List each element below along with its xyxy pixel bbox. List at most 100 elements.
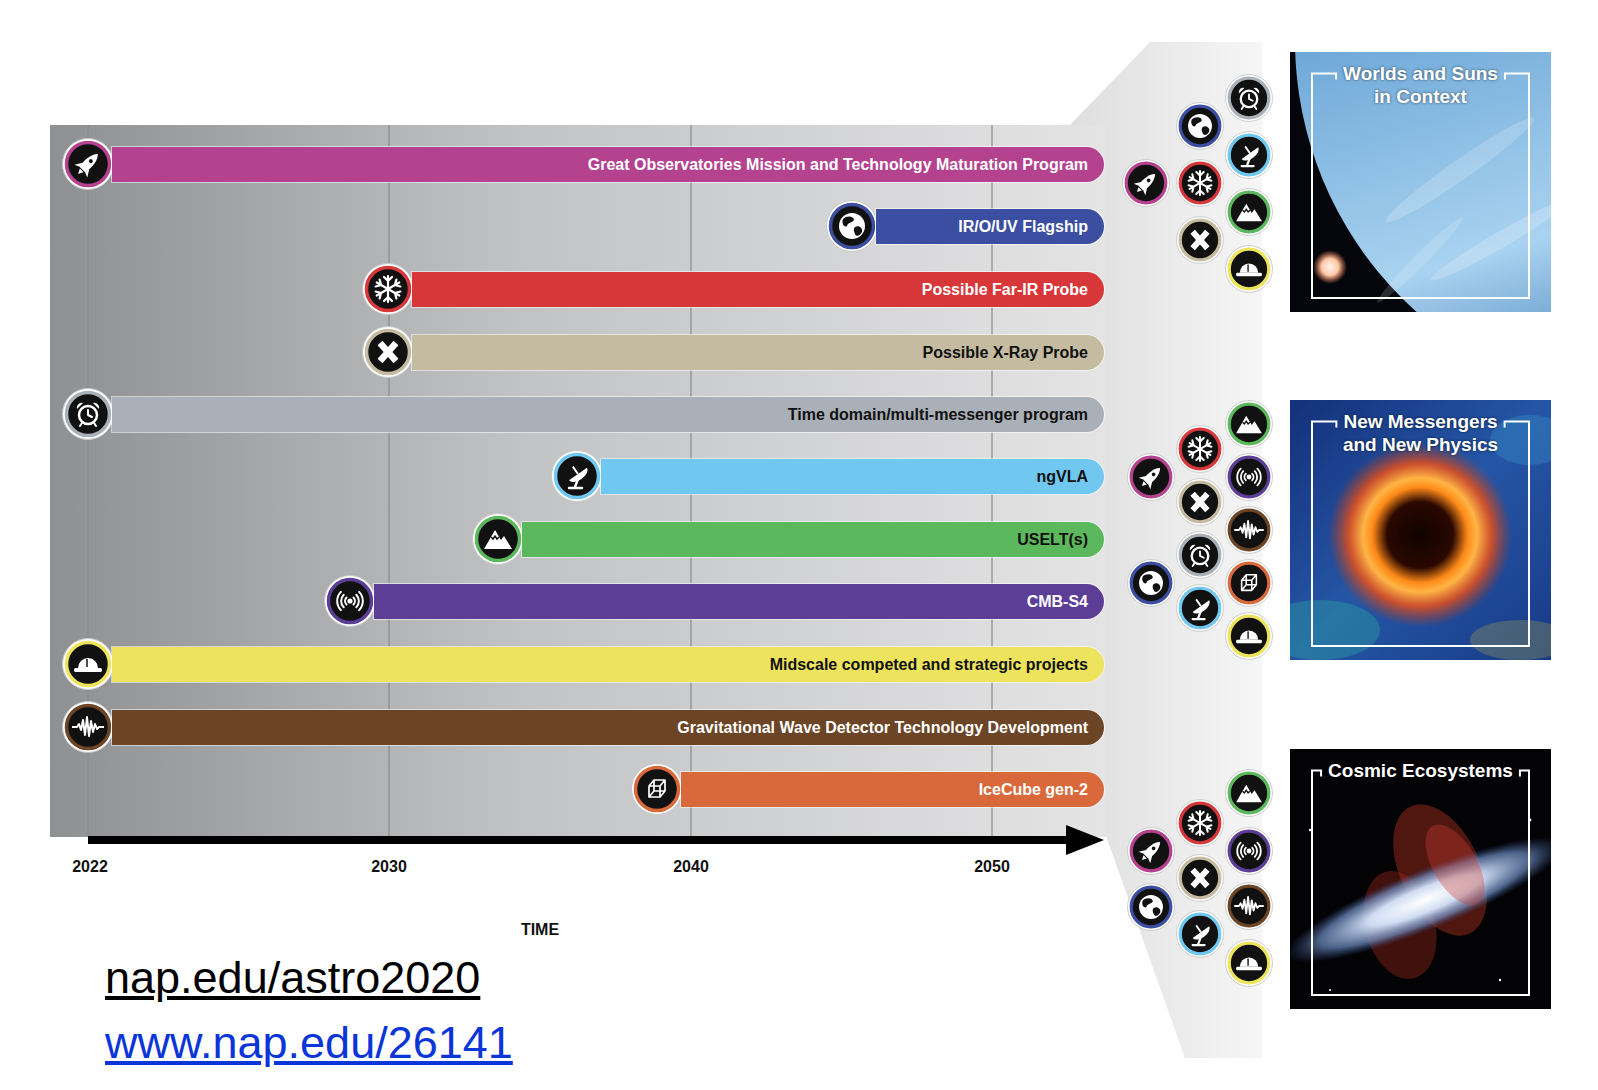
icon-part (1242, 575, 1257, 591)
icon-part (79, 151, 101, 173)
timeline-bar: Gravitational Wave Detector Technology D… (112, 710, 1104, 745)
icon-part (345, 598, 355, 605)
cube-icon (632, 764, 683, 815)
icon-part (75, 159, 93, 177)
icon-part (74, 668, 102, 672)
icon-part (1239, 88, 1259, 94)
galaxy-illustration (1290, 749, 1551, 1009)
wave-icon (63, 702, 114, 753)
icon-disc (1131, 563, 1171, 603)
icon-part (1240, 957, 1258, 966)
icon-part (1236, 967, 1262, 971)
icon-ring (1177, 426, 1224, 473)
xray-icon (1177, 855, 1224, 902)
url-text: nap.edu/astro2020 (105, 952, 480, 1004)
timeline-bar: IR/O/UV Flagship (876, 209, 1104, 244)
clock-icon (63, 389, 114, 440)
antenna-icon (1226, 828, 1273, 875)
bar-label: Gravitational Wave Detector Technology D… (677, 710, 1088, 745)
icon-disc (1180, 429, 1220, 469)
icon-part (1188, 440, 1212, 458)
antenna-icon (325, 576, 376, 627)
icon-part (1234, 521, 1263, 538)
icon-ring (1128, 828, 1175, 875)
clock-icon (1177, 532, 1224, 579)
year-label: 2030 (371, 858, 407, 876)
snowflake-icon (1177, 160, 1224, 207)
icon-part (375, 279, 402, 299)
icon-ring (1177, 855, 1224, 902)
star (1313, 250, 1347, 284)
icon-ring (63, 639, 114, 690)
year-label: 2050 (974, 858, 1010, 876)
icon-part (1139, 472, 1156, 489)
icon-part (842, 216, 862, 235)
icon-part (573, 467, 578, 474)
icon-part (1139, 571, 1163, 595)
galaxy-disk (1290, 816, 1551, 984)
rocket-icon (63, 139, 114, 190)
icon-part (76, 169, 83, 176)
icon-disc (1180, 106, 1220, 146)
bar-label: IceCube gen-2 (979, 772, 1088, 807)
icon-ring (1128, 560, 1175, 607)
icon-part (1240, 263, 1258, 272)
icon-disc (1229, 192, 1269, 232)
icon-ring (1128, 454, 1175, 501)
timeline-bar: CMB-S4 (374, 584, 1104, 619)
hat-icon (1226, 246, 1273, 293)
icon-ring (1177, 532, 1224, 579)
icon-ring (1226, 401, 1273, 448)
icon-part (1193, 870, 1208, 887)
icon-part (80, 410, 96, 426)
dish-icon (1177, 585, 1224, 632)
icon-part (1146, 178, 1151, 183)
icon-disc (1229, 886, 1269, 926)
panel-title: Cosmic Ecosystems (1328, 760, 1513, 781)
icon-disc (1229, 135, 1269, 175)
snowflake-icon (363, 264, 414, 315)
icon-part (1188, 814, 1212, 832)
timeline-bar: USELT(s) (522, 522, 1104, 557)
icon-part (1237, 469, 1261, 486)
year-label: 2040 (673, 858, 709, 876)
icon-part (1139, 895, 1163, 919)
icon-ring (63, 389, 114, 440)
icon-disc (1131, 887, 1171, 927)
title-frame (1312, 422, 1529, 647)
speckle (1470, 620, 1551, 660)
mountain-icon (1226, 401, 1273, 448)
icon-part (1142, 574, 1160, 592)
icon-part (1236, 273, 1262, 277)
icon-part (347, 598, 352, 603)
timeline-bar: IceCube gen-2 (681, 772, 1104, 807)
icon-ring (1177, 103, 1224, 150)
icon-ring (1226, 507, 1273, 554)
icon-part (1136, 462, 1166, 492)
icon-ring (473, 514, 524, 565)
icon-part (491, 536, 499, 539)
icon-ring (552, 451, 603, 502)
star-dot (1309, 829, 1311, 831)
icon-part (1188, 174, 1212, 192)
icon-ring (827, 201, 878, 252)
xray-icon (363, 327, 414, 378)
icon-layer (63, 75, 1273, 987)
icon-part (1243, 790, 1250, 793)
icon-disc (1229, 773, 1269, 813)
icon-disc (1180, 163, 1220, 203)
theme-panel: Worlds and Suns in Context (1290, 52, 1551, 312)
icon-disc (1229, 943, 1269, 983)
cloud-streak (1373, 213, 1466, 306)
icon-part (1193, 611, 1205, 619)
hat-icon (1226, 613, 1273, 660)
bar-label: Time domain/multi-messenger program (788, 397, 1088, 432)
icon-ring (1226, 75, 1273, 122)
icon-part (1191, 117, 1209, 135)
icon-part (72, 148, 105, 181)
timeline-bar: Midscale competed and strategic projects (112, 647, 1104, 682)
mountain-icon (1226, 770, 1273, 817)
hat-icon (1226, 940, 1273, 987)
icon-ring (1226, 132, 1273, 179)
icon-part (1131, 168, 1161, 198)
